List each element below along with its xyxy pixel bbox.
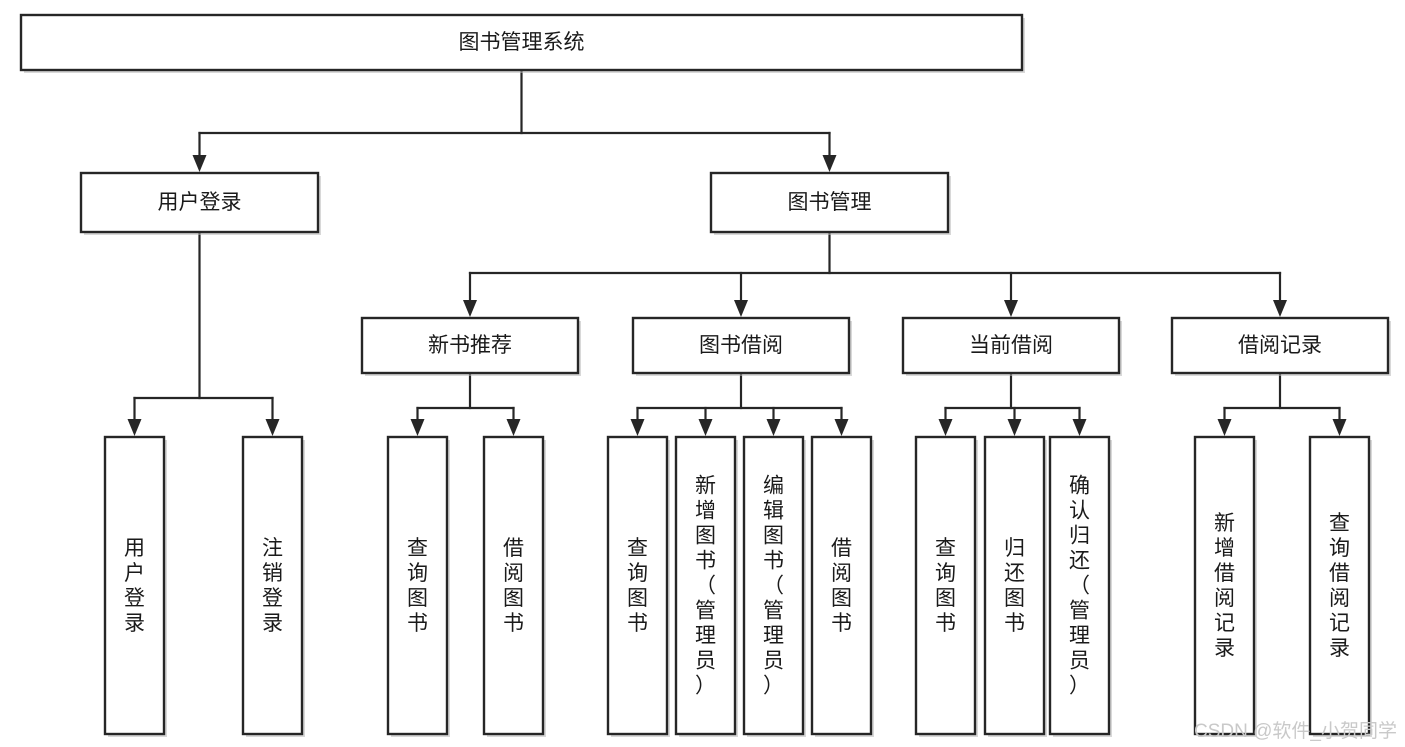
- node-label: 新增借阅记录: [1214, 512, 1235, 660]
- node-label: 图书借阅: [699, 334, 783, 357]
- new-book-recommend-to-leaves-arrowhead: [506, 419, 521, 436]
- borrow-record-to-leaves-arrowhead: [1332, 419, 1347, 436]
- node-box[interactable]: [103, 435, 166, 736]
- node-box[interactable]: [742, 435, 805, 736]
- root-to-modules-arrowhead: [822, 155, 837, 172]
- node-label: 注销登录: [262, 537, 283, 635]
- node-leaf-leaf-user-logout[interactable]: 注销登录: [241, 435, 305, 737]
- node-box[interactable]: [606, 435, 669, 736]
- node-box[interactable]: [482, 435, 545, 736]
- node-leaf-leaf-return-book[interactable]: 归还图书: [983, 435, 1047, 737]
- node-leaf-leaf-user-login[interactable]: 用户登录: [103, 435, 167, 737]
- book-manage-to-submodules-arrowhead: [1273, 300, 1287, 317]
- node-label: 查询图书: [407, 537, 428, 635]
- node-leaf-leaf-borrow-book-1[interactable]: 借阅图书: [482, 435, 546, 737]
- node-leaf-leaf-query-record[interactable]: 查询借阅记录: [1308, 435, 1372, 737]
- node-box[interactable]: [360, 316, 580, 375]
- node-label: 借阅记录: [1238, 334, 1322, 357]
- node-label: 图书管理: [788, 191, 872, 214]
- node-label: 图书管理系统: [459, 31, 585, 54]
- node-box[interactable]: [914, 435, 977, 736]
- node-layer: 图书管理系统用户登录图书管理新书推荐图书借阅当前借阅借阅记录用户登录注销登录查询…: [19, 13, 1391, 737]
- node-box[interactable]: [1308, 435, 1371, 736]
- node-label: 查询图书: [627, 537, 648, 635]
- node-box[interactable]: [386, 435, 449, 736]
- root-to-modules-arrowhead: [192, 155, 207, 172]
- book-borrow-to-leaves-arrowhead: [698, 419, 713, 436]
- node-label: 用户登录: [158, 191, 242, 214]
- node-box[interactable]: [1048, 435, 1111, 736]
- current-borrow-to-leaves-arrowhead: [1007, 419, 1022, 436]
- node-box[interactable]: [1193, 435, 1256, 736]
- node-submodule-book-borrow[interactable]: 图书借阅: [631, 316, 852, 376]
- node-label: 查询借阅记录: [1329, 512, 1350, 660]
- book-manage-to-submodules-arrowhead: [734, 300, 748, 317]
- node-leaf-leaf-borrow-book-2[interactable]: 借阅图书: [810, 435, 874, 737]
- node-leaf-leaf-edit-book[interactable]: 编辑图书（管理员）: [742, 435, 806, 737]
- node-label: 借阅图书: [831, 537, 852, 635]
- node-label: 新书推荐: [428, 334, 512, 357]
- borrow-record-to-leaves-arrowhead: [1217, 419, 1232, 436]
- node-submodule-new-book-recommend[interactable]: 新书推荐: [360, 316, 581, 376]
- node-box[interactable]: [709, 171, 950, 234]
- book-borrow-to-leaves-arrowhead: [630, 419, 645, 436]
- node-label: 确认归还（管理员）: [1069, 475, 1090, 698]
- node-module-book-manage[interactable]: 图书管理: [709, 171, 951, 235]
- book-manage-to-submodules-arrowhead: [1004, 300, 1018, 317]
- node-root-root[interactable]: 图书管理系统: [19, 13, 1025, 73]
- node-box[interactable]: [901, 316, 1121, 375]
- node-box[interactable]: [1170, 316, 1390, 375]
- node-leaf-leaf-query-book-1[interactable]: 查询图书: [386, 435, 450, 737]
- node-label: 查询图书: [935, 537, 956, 635]
- node-box[interactable]: [19, 13, 1024, 72]
- book-manage-to-submodules-arrowhead: [463, 300, 477, 317]
- node-submodule-borrow-record[interactable]: 借阅记录: [1170, 316, 1391, 376]
- node-module-user-login[interactable]: 用户登录: [79, 171, 321, 235]
- node-leaf-leaf-query-book-3[interactable]: 查询图书: [914, 435, 978, 737]
- node-leaf-leaf-add-record[interactable]: 新增借阅记录: [1193, 435, 1257, 737]
- node-submodule-current-borrow[interactable]: 当前借阅: [901, 316, 1122, 376]
- node-box[interactable]: [631, 316, 851, 375]
- book-borrow-to-leaves-arrowhead: [766, 419, 781, 436]
- node-box[interactable]: [241, 435, 304, 736]
- node-box[interactable]: [983, 435, 1046, 736]
- node-label: 用户登录: [124, 537, 145, 635]
- node-leaf-leaf-query-book-2[interactable]: 查询图书: [606, 435, 670, 737]
- node-box[interactable]: [79, 171, 320, 234]
- node-label: 当前借阅: [969, 334, 1053, 357]
- node-label: 归还图书: [1004, 537, 1025, 635]
- node-label: 编辑图书（管理员）: [763, 475, 784, 698]
- current-borrow-to-leaves-arrowhead: [938, 419, 953, 436]
- user-login-to-leaves-arrowhead: [127, 419, 142, 436]
- node-label: 借阅图书: [503, 537, 524, 635]
- node-leaf-leaf-confirm-return[interactable]: 确认归还（管理员）: [1048, 435, 1112, 737]
- book-borrow-to-leaves-arrowhead: [834, 419, 849, 436]
- node-box[interactable]: [674, 435, 737, 736]
- node-box[interactable]: [810, 435, 873, 736]
- user-login-to-leaves-arrowhead: [265, 419, 280, 436]
- node-label: 新增图书（管理员）: [695, 475, 716, 698]
- current-borrow-to-leaves-arrowhead: [1072, 419, 1087, 436]
- new-book-recommend-to-leaves-arrowhead: [410, 419, 425, 436]
- connector-layer: [127, 68, 1347, 436]
- node-leaf-leaf-add-book[interactable]: 新增图书（管理员）: [674, 435, 738, 737]
